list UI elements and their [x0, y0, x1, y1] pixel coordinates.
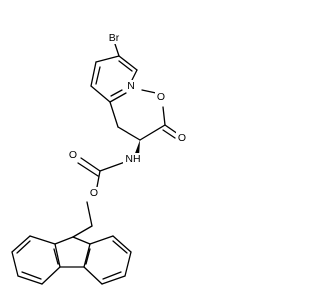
bond-ch2-calpha	[117, 126, 141, 141]
carbamate-ether-oxygen-label: O	[90, 187, 98, 199]
bond-ring-c4-c3-inner	[95, 66, 101, 85]
bond-ch2-c9	[72, 225, 93, 238]
bond-right-4	[101, 275, 126, 285]
pyridine-nitrogen-label: N	[127, 80, 135, 92]
bond-left-2-inner	[16, 240, 31, 254]
bond-ring-n-c6	[131, 69, 138, 81]
ester-ether-oxygen-label: O	[157, 91, 165, 103]
bond-ring-c6-c5-inner	[118, 60, 133, 72]
bonds	[11, 43, 179, 285]
bond-left-3	[11, 251, 19, 277]
bond-ring-c3-c2	[90, 85, 111, 103]
bromine-label: Br	[109, 32, 120, 44]
bond-ring-c2-n	[109, 92, 127, 103]
bond-carbamate-c-o-double-a	[80, 157, 101, 172]
bond-left-2	[11, 235, 31, 253]
bond-ester-c-o-double-b	[162, 129, 176, 139]
bond-c9a-c4a	[54, 243, 61, 268]
bond-ring-c4-c3	[90, 61, 97, 87]
bond-ester-c-o-double-a	[164, 124, 179, 135]
bond-right-2	[112, 235, 132, 253]
bond-ring-c2-n-inner	[110, 89, 123, 97]
bond-ring-c5-c4	[95, 55, 120, 63]
stereo-wedge-bond	[134, 140, 140, 157]
bond-right-2-inner	[112, 240, 128, 254]
bond-left-4-inner	[21, 271, 42, 280]
bond-left-5	[41, 266, 61, 285]
carbamate-carbonyl-oxygen-label: O	[69, 149, 77, 161]
chemical-structure-diagram: Br N O O NH O O	[11, 32, 188, 285]
bond-o-ch2	[86, 201, 93, 227]
bond-carbamate-c-o-double-b	[77, 162, 99, 177]
bond-carbamate-c-o-single	[96, 170, 101, 188]
ester-carbonyl-oxygen-label: O	[178, 132, 186, 144]
amide-nitrogen-label: NH	[125, 153, 140, 165]
bond-c8a-c4b	[83, 243, 91, 268]
bond-ester-o-ch3	[141, 89, 157, 94]
bond-right-5	[83, 266, 103, 285]
bond-right-4-inner	[102, 271, 122, 280]
bond-c9-c8a	[72, 236, 91, 245]
bond-c2-ch2	[109, 101, 119, 128]
bond-c9-c9a	[54, 236, 74, 245]
bond-nh-ccarbonyl	[99, 161, 126, 172]
bond-left-4	[17, 275, 43, 285]
bond-right-1	[89, 235, 114, 245]
bond-ester-c-o-single	[162, 106, 166, 126]
bond-left-1	[29, 235, 56, 245]
bond-right-6-inner	[85, 248, 91, 265]
bond-calpha-ccarbonyl	[139, 124, 166, 141]
bond-ring-c6-c5	[118, 55, 138, 71]
atom-labels: Br N O O NH O O	[67, 32, 188, 199]
bond-c5-br	[114, 43, 120, 57]
bond-left-6-inner	[53, 248, 59, 265]
bond-right-3	[124, 251, 132, 277]
